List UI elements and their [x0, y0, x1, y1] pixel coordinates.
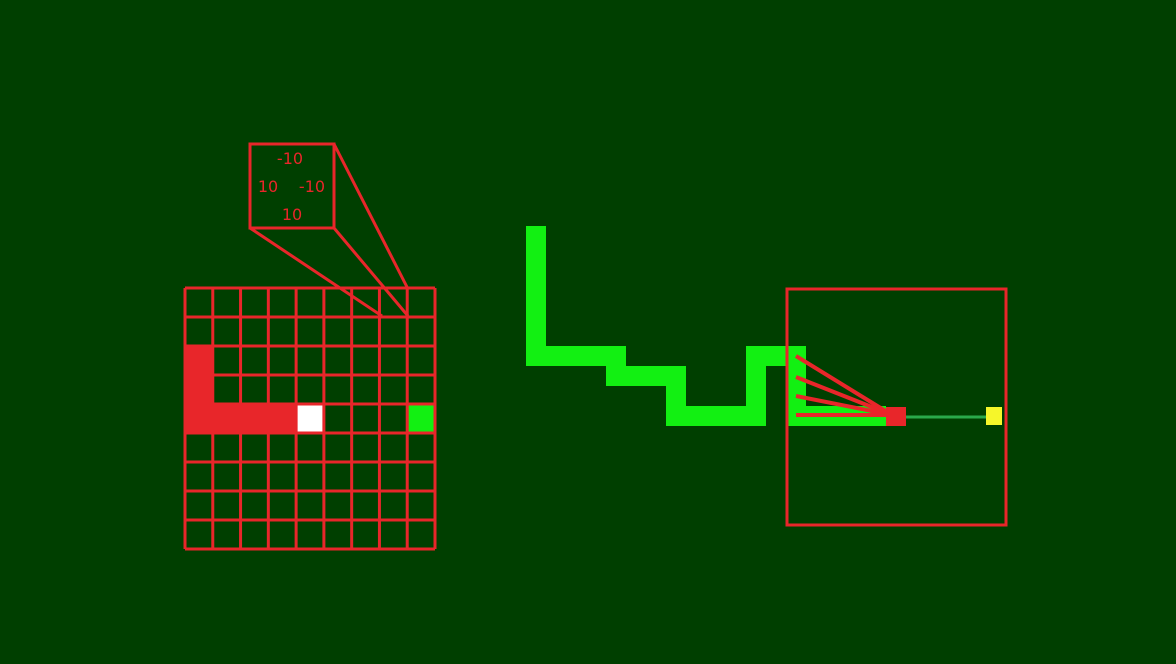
- snake-cell: [240, 404, 269, 433]
- reward-left-value: 10: [258, 177, 278, 196]
- snake-cell: [185, 346, 213, 375]
- callout-box: [248, 142, 336, 230]
- snake-head-cell: [296, 404, 324, 433]
- reward-down-value: 10: [282, 205, 302, 224]
- vision-ray: [794, 354, 894, 417]
- snake-head-marker: [886, 407, 906, 426]
- vision-panel: [785, 287, 1008, 527]
- grid-lines: [183, 286, 437, 551]
- snake-cell: [212, 404, 241, 433]
- vision-ray: [795, 375, 893, 417]
- snake-cell: [185, 375, 213, 404]
- vision-ray: [795, 394, 893, 417]
- reward-right-value: -10: [299, 177, 325, 196]
- vision-frame: [785, 287, 1008, 527]
- state-grid: [183, 286, 437, 551]
- reward-callout: -10 10 -10 10: [248, 142, 410, 318]
- callout-leader-line: [332, 143, 410, 290]
- reward-up-value: -10: [277, 149, 303, 168]
- grid-cell-fills: [185, 346, 435, 433]
- snake-cell: [185, 404, 213, 433]
- snake-cell: [268, 404, 297, 433]
- callout-leader-line: [332, 227, 410, 317]
- food-cell: [407, 404, 435, 433]
- snake-body: [526, 226, 886, 426]
- food-icon: [986, 407, 1002, 425]
- callout-leader-line: [249, 226, 383, 318]
